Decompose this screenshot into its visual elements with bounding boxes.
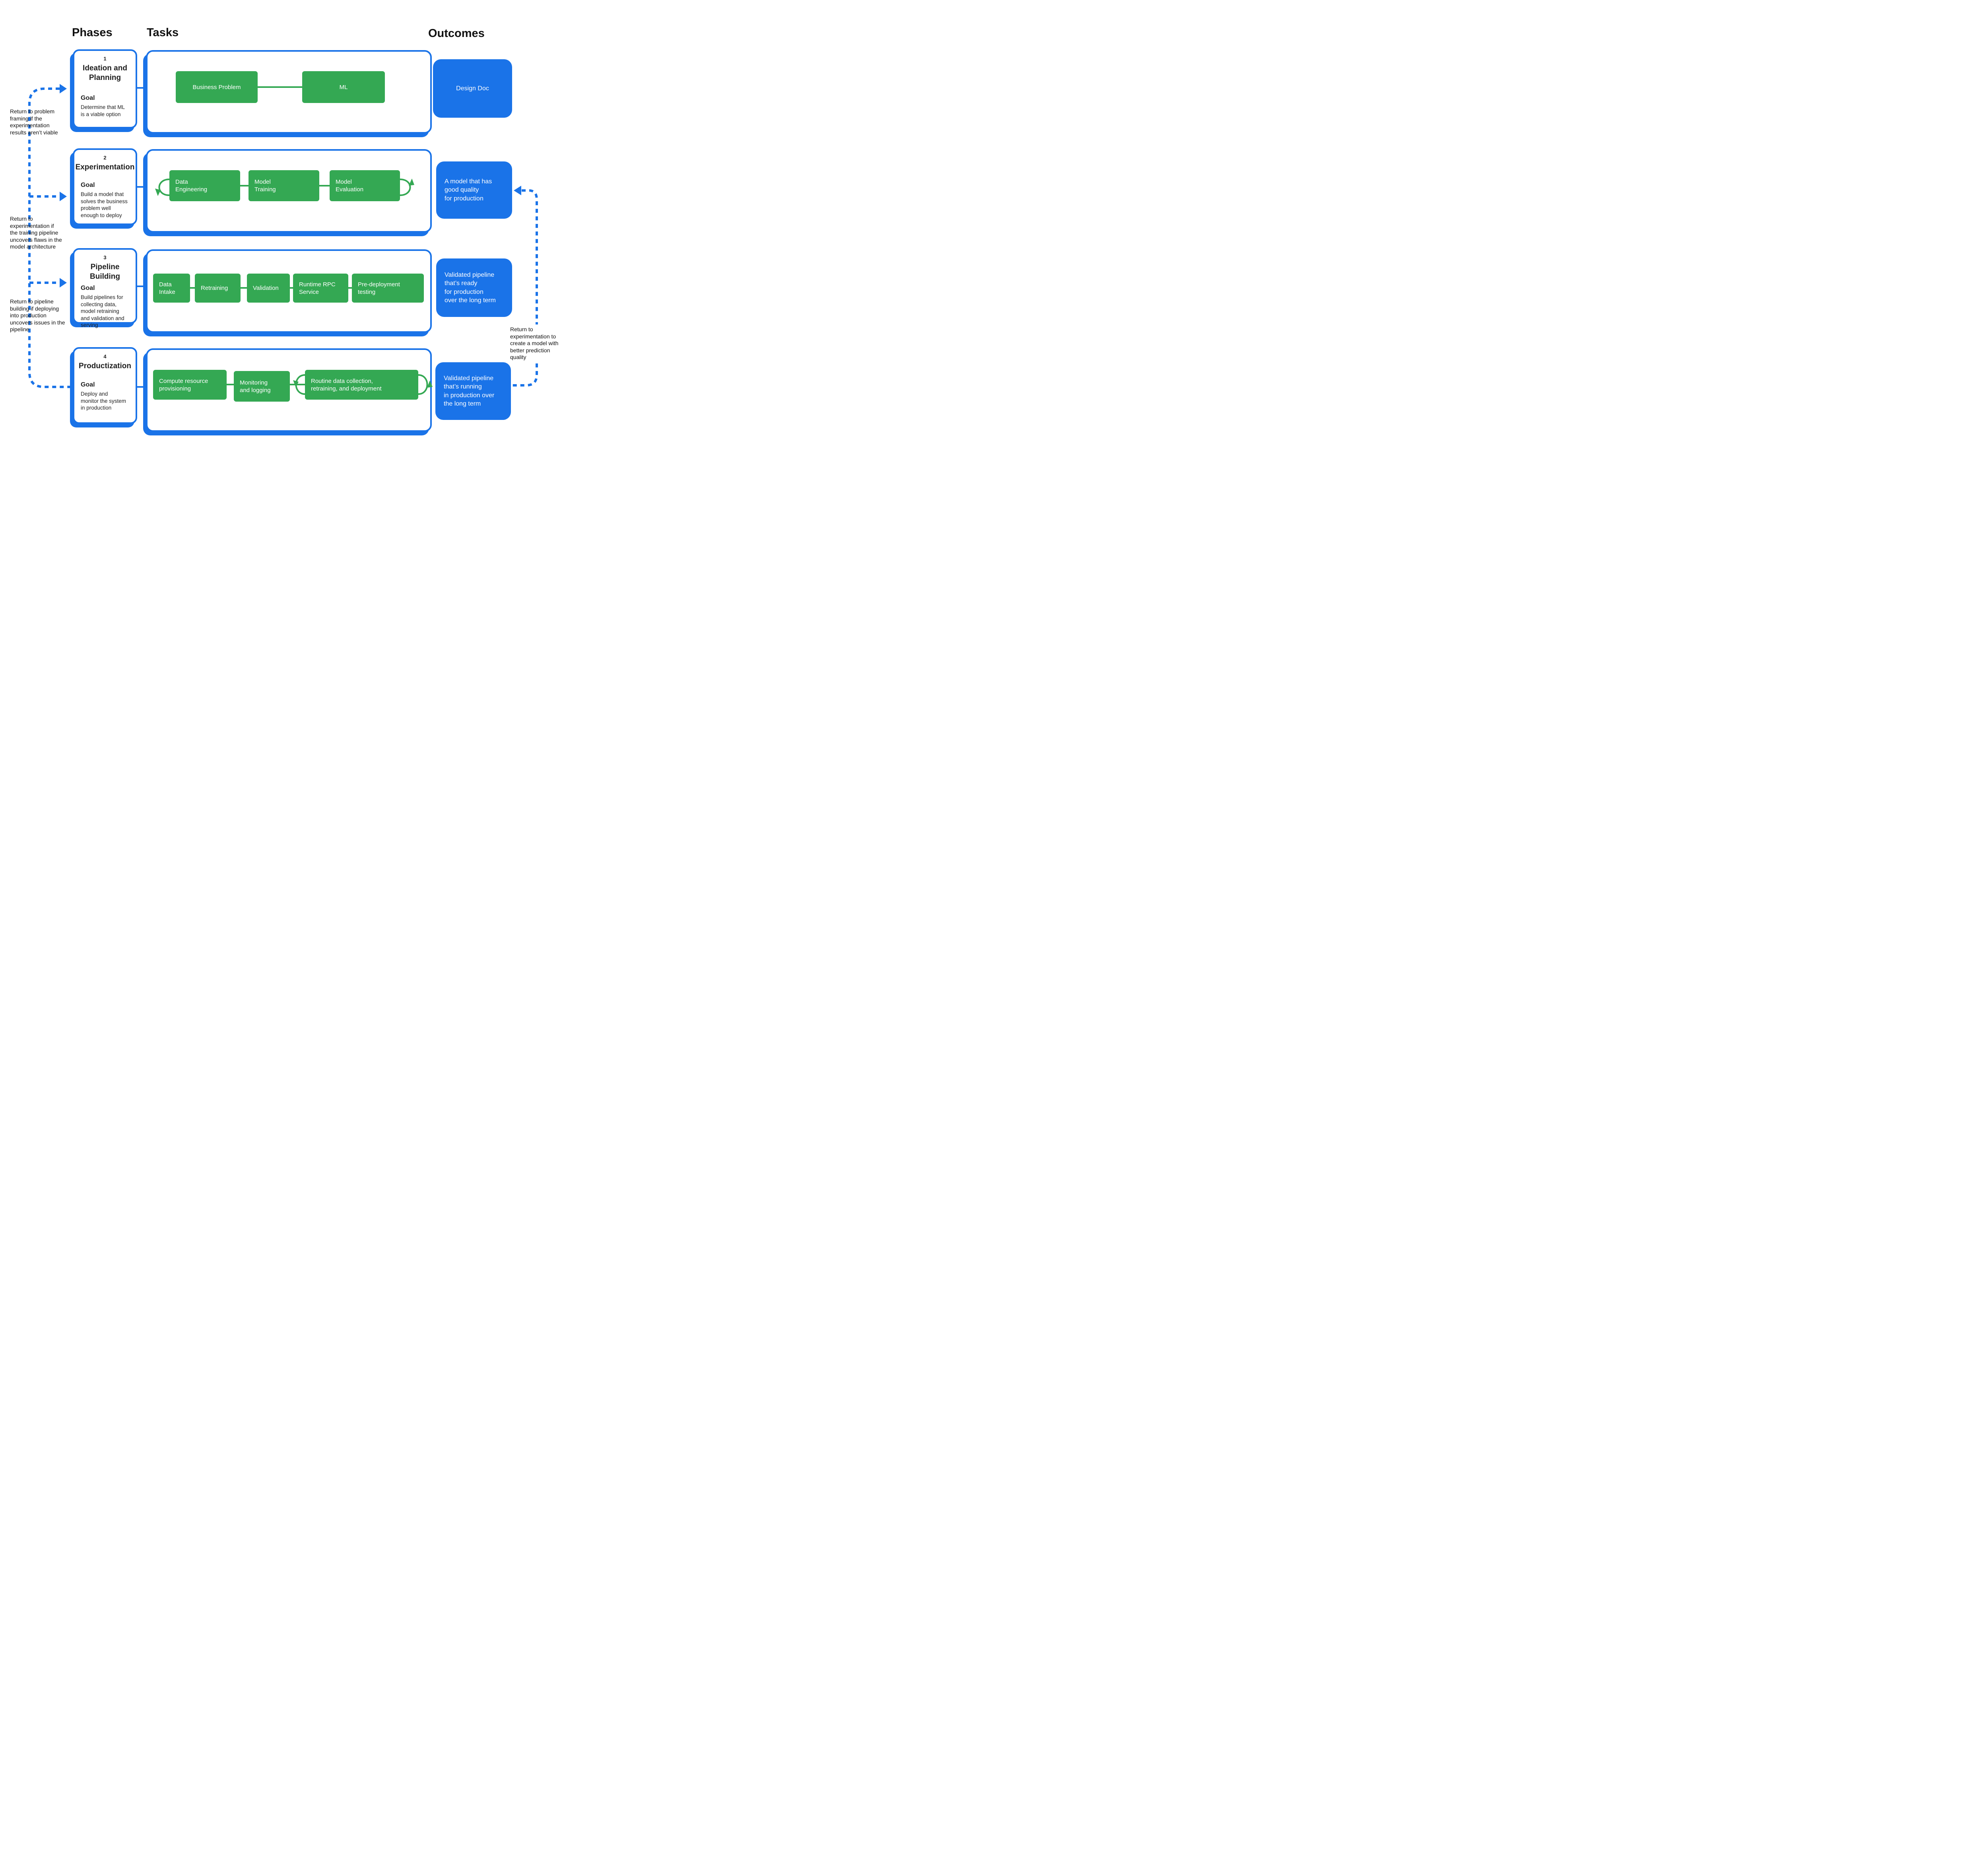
task-data-engineering-label: Data Engineering [175,179,208,193]
outcome-good-quality-model: A model that has good quality for produc… [436,161,512,219]
phase-4-goal-label: Goal [81,381,95,388]
task-data-intake: Data Intake [153,274,190,303]
mlops-phases-diagram: Phases Tasks Outcomes [0,0,564,465]
phase-4-goal-text: Deploy and monitor the system in product… [81,391,126,411]
phase-1-title: Ideation and Planning [83,64,127,82]
task-business-problem: Business Problem [176,71,258,103]
outcome-good-quality-model-label: A model that has good quality for produc… [445,178,492,202]
phase-2-goal-text: Build a model that solves the business p… [81,191,128,218]
task-pre-deployment-testing-label: Pre-deployment testing [358,281,400,295]
task-data-intake-label: Data Intake [159,281,175,295]
note-return-to-pipeline-building: Return to pipeline building if deploying… [10,298,65,332]
outcome-validated-pipeline-ready-label: Validated pipeline that’s ready for prod… [445,271,496,304]
phase-1-goal-label: Goal [81,95,95,101]
task-model-evaluation-label: Model Evaluation [336,179,364,193]
task-runtime-rpc-service-label: Runtime RPC Service [299,281,336,295]
right-feedback-dotted-path [512,189,538,387]
phase-3-number: 3 [103,254,107,260]
phases-column-header: Phases [72,26,113,39]
task-model-training: Model Training [248,170,319,201]
phase-4-box: 4 Productization Goal Deploy and monitor… [73,347,137,424]
arrowhead-to-outcome-2-icon [514,186,521,195]
arrowhead-to-phase-3-icon [60,278,67,288]
arrowhead-to-phase-1-icon [60,84,67,93]
loop-arrowhead-up2-icon [427,381,433,388]
phase-4-number: 4 [103,354,107,359]
task-pre-deployment-testing: Pre-deployment testing [352,274,424,303]
note-return-to-experimentation-quality: Return to experimentation to create a mo… [510,326,559,360]
task-routine-data-collection-label: Routine data collection, retraining, and… [311,377,382,392]
task-compute-resource-provisioning: Compute resource provisioning [153,370,227,400]
phase-2-box: 2 Experimentation Goal Build a model tha… [73,148,137,225]
outcome-design-doc-label: Design Doc [456,85,489,92]
phase-4-title: Productization [79,362,131,370]
task-routine-data-collection: Routine data collection, retraining, and… [305,370,418,400]
outcome-validated-pipeline-running-label: Validated pipeline that’s running in pro… [444,375,495,408]
outcomes-column-header: Outcomes [428,27,485,40]
note-return-to-problem-framing: Return to problem framing if the experim… [10,108,58,136]
task-connectors [190,86,352,385]
phase-3-goal-label: Goal [81,285,95,291]
phase-1-goal-text: Determine that ML is a viable option [81,104,125,117]
experimentation-loop-arrows [158,179,411,196]
task-monitoring-and-logging: Monitoring and logging [234,371,290,402]
phase-2-goal-label: Goal [81,182,95,188]
task-retraining-label: Retraining [201,285,228,291]
left-feedback-dotted-path [28,87,72,388]
phase-container-connectors [137,87,146,388]
arrowhead-to-phase-2-icon [60,192,67,201]
task-validation: Validation [247,274,290,303]
loop-arrowhead-down-icon [293,380,299,387]
task-model-evaluation: Model Evaluation [330,170,400,201]
task-compute-resource-provisioning-label: Compute resource provisioning [159,377,208,392]
outcome-design-doc: Design Doc [433,59,512,118]
task-business-problem-label: Business Problem [192,84,241,91]
phase-1-box: 1 Ideation and Planning Goal Determine t… [73,49,137,128]
phase-2-number: 2 [103,155,107,161]
task-ml: ML [302,71,385,103]
outcome-validated-pipeline-ready: Validated pipeline that’s ready for prod… [436,258,512,317]
phase-3-title: Pipeline Building [90,263,120,281]
task-runtime-rpc-service: Runtime RPC Service [293,274,348,303]
task-data-engineering: Data Engineering [169,170,240,201]
task-model-training-label: Model Training [254,179,276,193]
task-ml-label: ML [339,84,348,91]
phase-3-box: 3 Pipeline Building Goal Build pipelines… [73,248,137,328]
note-return-to-experimentation: Return to experimentation if the trainin… [10,216,62,250]
task-retraining: Retraining [195,274,241,303]
task-monitoring-and-logging-label: Monitoring and logging [240,379,271,394]
phase-2-title: Experimentation [75,163,135,171]
loop-arrowhead-up-icon [409,179,414,186]
phase-1-number: 1 [103,56,107,62]
task-validation-label: Validation [253,285,279,291]
tasks-column-header: Tasks [147,26,179,39]
loop-arrowhead-left-icon [155,188,161,196]
connector-overlay [28,84,538,395]
outcome-validated-pipeline-running: Validated pipeline that’s running in pro… [435,362,511,420]
phase-3-goal-text: Build pipelines for collecting data, mod… [81,294,124,328]
